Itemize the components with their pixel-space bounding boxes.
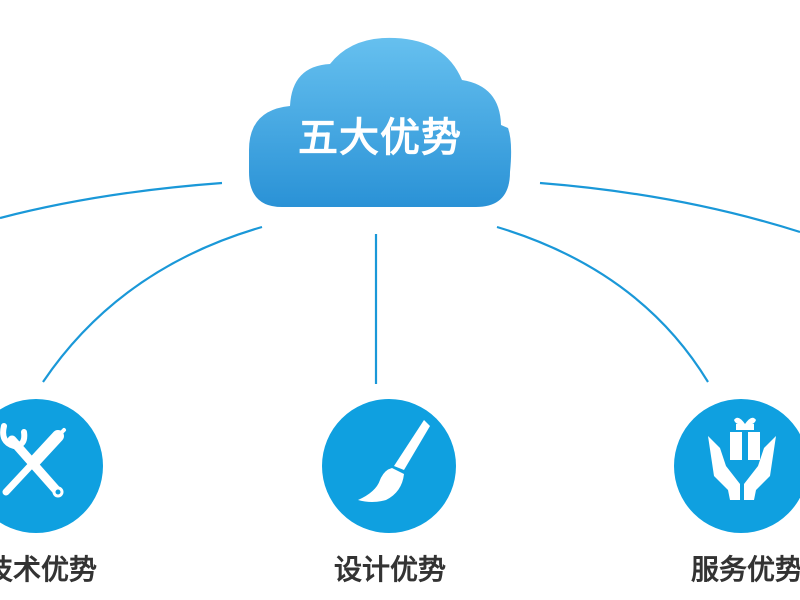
connectors <box>0 181 800 384</box>
connector-far-right <box>539 181 800 234</box>
node-tech-label: 技术优势 <box>0 553 97 586</box>
node-tech <box>0 399 103 533</box>
node-design-circle <box>322 399 456 533</box>
node-design <box>322 399 456 533</box>
paintbrush-icon <box>358 420 430 502</box>
center-title: 五大优势 <box>298 115 462 161</box>
node-service-circle <box>674 399 800 533</box>
hands-gift-icon <box>708 417 776 500</box>
node-design-label: 设计优势 <box>333 553 446 586</box>
cloud-shape <box>249 37 512 207</box>
connector-service <box>496 225 709 383</box>
wrench-screwdriver-icon <box>0 423 66 498</box>
node-tech-circle <box>0 399 103 533</box>
connector-tech <box>42 225 263 383</box>
node-service <box>674 399 800 533</box>
node-service-label: 服务优势 <box>690 553 800 586</box>
connector-far-left <box>0 181 223 220</box>
